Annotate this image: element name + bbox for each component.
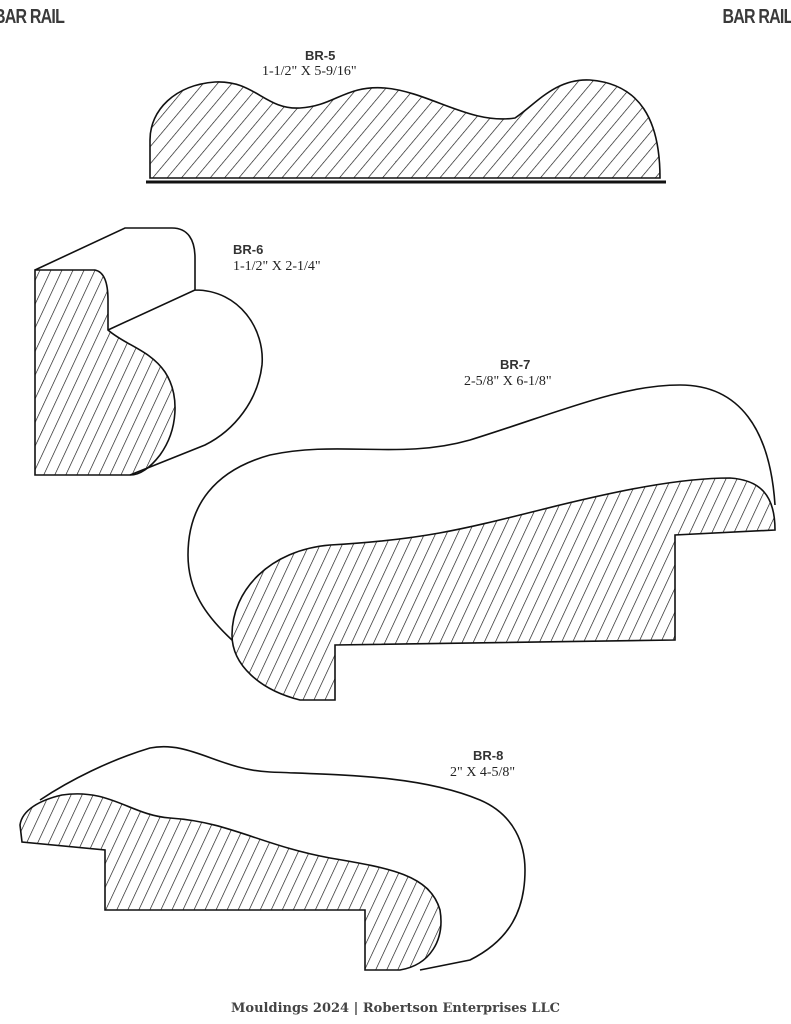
br7-size: 2-5/8" X 6-1/8" [464, 374, 552, 389]
page-footer: Mouldings 2024 | Robertson Enterprises L… [231, 1001, 560, 1016]
br6-size: 1-1/2" X 2-1/4" [233, 259, 321, 274]
br6-code: BR-6 [233, 242, 264, 257]
br8-size: 2" X 4-5/8" [450, 765, 516, 780]
br6-profile [34, 269, 176, 476]
br6-back [34, 227, 263, 476]
br7-profile [231, 477, 776, 701]
br7-code: BR-7 [500, 357, 531, 372]
br8-code: BR-8 [473, 748, 504, 763]
section-title-left: BAR RAIL [0, 6, 65, 28]
br8-profile [19, 793, 442, 971]
br5-size: 1-1/2" X 5-9/16" [262, 64, 357, 79]
br5-profile [149, 79, 661, 179]
br5-code: BR-5 [305, 48, 336, 63]
br8-back [39, 745, 526, 971]
section-title-right: BAR RAIL [722, 6, 791, 28]
br7-back [187, 384, 776, 641]
